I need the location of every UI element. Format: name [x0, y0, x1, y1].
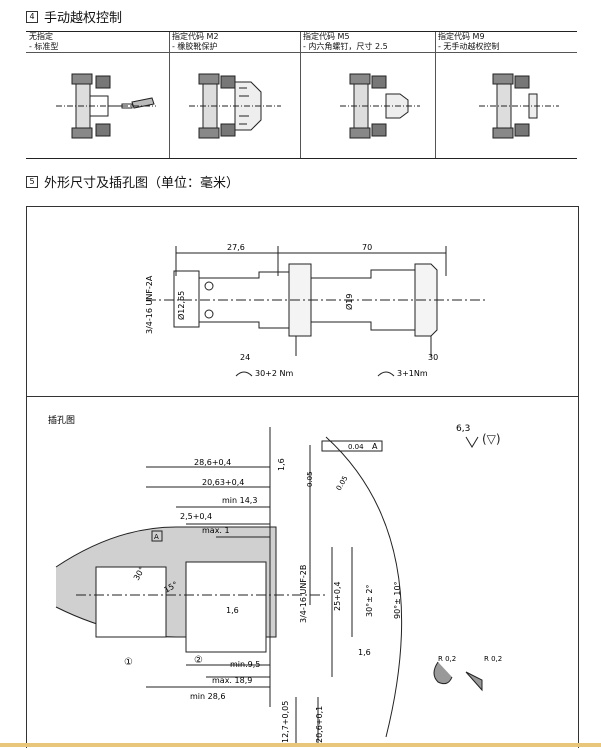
- dim-20-6: 20,6+0,1: [315, 706, 324, 743]
- section-number: 5: [26, 175, 38, 188]
- roughness-3: 1,6: [358, 648, 371, 657]
- roughness-2: 1,6: [226, 606, 239, 615]
- dim-max-18-9: max. 18,9: [212, 676, 252, 685]
- option-code: 指定代码 M2: [172, 32, 219, 41]
- option-m9: 指定代码 M9 - 无手动越权控制: [435, 32, 577, 158]
- radius-1: R 0,2: [438, 655, 456, 663]
- frame-divider: [26, 396, 578, 397]
- dim-min-9-5: min.9,5: [230, 660, 260, 669]
- section-title-text: 手动越权控制: [44, 11, 123, 26]
- tol-005-b: 0.05: [335, 474, 350, 492]
- dim-25: 25+0,4: [333, 581, 342, 611]
- option-m2: 指定代码 M2 - 橡胶靴保护: [169, 32, 301, 158]
- option-code: 指定代码 M9: [438, 32, 485, 41]
- valve-outline-drawing: 27,6 70 3/4-16 UNF-2A Ø12,65 Ø19 24 30 3…: [145, 243, 486, 378]
- dim-min-28-6: min 28,6: [190, 692, 225, 701]
- hex-screw-drawing: [340, 73, 420, 139]
- dimension-frame: [26, 206, 579, 748]
- rubber-boot-drawing: [189, 73, 281, 139]
- radius-2: R 0,2: [484, 655, 502, 663]
- thread-cavity: 3/4-16 UNF-2B: [299, 565, 308, 623]
- option-code: 无指定: [29, 32, 53, 41]
- dim-2-5: 2,5+0,4: [180, 512, 212, 521]
- angle-90-pm-10: 90°± 10°: [393, 581, 402, 619]
- option-desc: - 标准型: [29, 42, 59, 51]
- dim-min-14-3: min 14,3: [222, 496, 257, 505]
- roughness-1: 1,6: [277, 458, 286, 471]
- hex-30: 30: [428, 353, 438, 362]
- hex-24: 24: [240, 353, 250, 362]
- dim-28-6: 28,6+0,4: [194, 458, 231, 467]
- svg-text:(▽): (▽): [482, 432, 501, 446]
- dim-70: 70: [362, 243, 372, 252]
- angle-30-pm-2: 30°± 2°: [365, 584, 374, 617]
- dia-19: Ø19: [344, 294, 354, 310]
- option-code: 指定代码 M5: [303, 32, 350, 41]
- option-desc: - 橡胶靴保护: [172, 42, 218, 51]
- torque-30: 30+2 Nm: [255, 369, 294, 378]
- section-5-title: 5 外形尺寸及插孔图（单位：毫米）: [26, 172, 239, 191]
- tol-flat: 0.04: [348, 443, 364, 451]
- option-standard: 无指定 - 标准型: [26, 32, 170, 158]
- section-4-title: 4 手动越权控制: [26, 7, 122, 26]
- section-number: 4: [26, 10, 38, 23]
- surface-finish: 6,3: [456, 424, 470, 434]
- datum-a: A: [154, 533, 159, 541]
- dim-12-7: 12,7+0,05: [281, 701, 290, 743]
- marker-2: ②: [194, 655, 203, 666]
- dia-12-65: Ø12,65: [176, 291, 186, 320]
- override-options-table: 无指定 - 标准型 指定代码 M2 - 橡胶靴保护: [26, 31, 577, 159]
- section-title-text: 外形尺寸及插孔图（单位：毫米）: [44, 176, 240, 191]
- cavity-label: 插孔图: [48, 414, 75, 426]
- no-override-drawing: [479, 73, 559, 139]
- standard-override-drawing: [56, 73, 156, 139]
- option-m5: 指定代码 M5 - 内六角螺钉，尺寸 2.5: [300, 32, 436, 158]
- option-desc: - 内六角螺钉，尺寸 2.5: [303, 42, 388, 51]
- cavity-drawing: 插孔图 6,3 (▽) 0.04 A 1,6 A 28,6+0,4 20,63+…: [48, 414, 502, 743]
- dim-20-63: 20,63+0,4: [202, 478, 244, 487]
- dim-max-1: max. 1: [202, 526, 230, 535]
- option-desc: - 无手动越权控制: [438, 42, 500, 51]
- thread-label: 3/4-16 UNF-2A: [145, 275, 154, 334]
- tol-005-a: 0.05: [306, 471, 314, 487]
- torque-3: 3+1Nm: [397, 369, 428, 378]
- bottom-accent-bar: [0, 743, 601, 747]
- tol-ref: A: [372, 442, 378, 451]
- marker-1: ①: [124, 657, 133, 668]
- dim-27-6: 27,6: [227, 243, 245, 252]
